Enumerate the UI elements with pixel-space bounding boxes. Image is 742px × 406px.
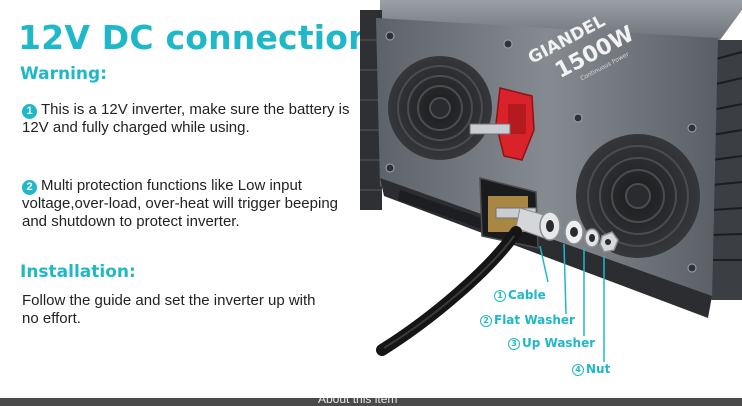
inverter-top <box>380 0 742 40</box>
cable-lug <box>515 207 561 241</box>
callout-label: Cable <box>508 288 546 302</box>
up-washer <box>584 228 600 248</box>
inverter-illustration: GIANDEL 1500W Continuous Power <box>360 0 742 362</box>
section-bar: About this item <box>0 398 742 406</box>
warning-item-text: This is a 12V inverter, make sure the ba… <box>22 101 350 136</box>
panel-screws <box>385 31 697 273</box>
inverter-product-image: GIANDEL 1500W Continuous Power <box>340 0 742 400</box>
section-bar-text: About this item <box>318 398 398 406</box>
warning-item-text: Multi protection functions like Low inpu… <box>22 177 339 230</box>
callout-number: 4 <box>572 364 584 376</box>
callout-number: 3 <box>508 338 520 350</box>
callout-label: Flat Washer <box>494 313 575 327</box>
right-fan <box>576 134 700 258</box>
number-badge: 1 <box>22 104 37 119</box>
callout-label: Nut <box>586 362 611 376</box>
warning-heading: Warning: <box>20 64 108 84</box>
flat-washer <box>564 219 584 245</box>
heatsink-fins <box>711 40 742 300</box>
callout-label: Up Washer <box>522 336 596 350</box>
page-title: 12V DC connections <box>18 18 392 57</box>
installation-text: Follow the guide and set the inverter up… <box>22 292 316 327</box>
callout-lines <box>539 243 605 362</box>
red-terminal <box>469 87 535 161</box>
nut <box>599 231 619 253</box>
callout-number: 2 <box>480 315 492 327</box>
installation-heading: Installation: <box>20 262 136 282</box>
callout-number: 1 <box>494 290 506 302</box>
number-badge: 2 <box>22 180 37 195</box>
left-fan <box>388 56 492 160</box>
left-fins <box>360 10 382 210</box>
